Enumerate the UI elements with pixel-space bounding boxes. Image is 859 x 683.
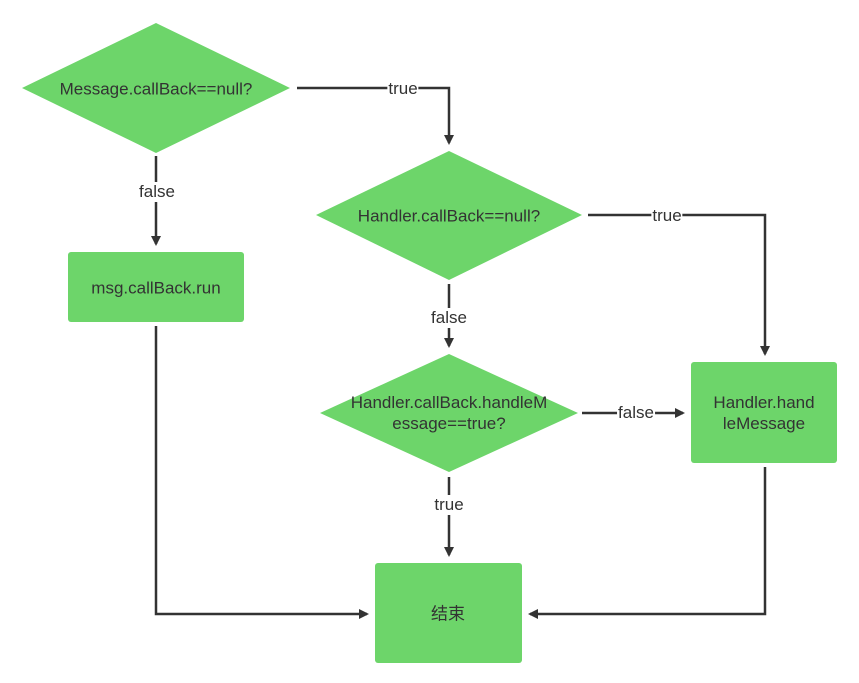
process-handler-handle-message-label-line2: leMessage [722,414,806,433]
edge-label-handle-true: true [433,495,465,515]
end-shape [375,563,522,663]
edge-message-true [297,86,454,145]
edge-label-handler-true: true [651,206,683,226]
edge-label-message-false: false [138,182,176,202]
process-handler-handle-message-shape [691,362,837,463]
decision-handle-message-shape [320,354,578,472]
decision-handle-message-label-line1: Handler.callBack.handleM [350,393,548,412]
edge-handler-true [588,213,770,356]
edge-handle-message-to-end [528,467,767,619]
decision-handler-callback-label: Handler.callBack==null? [357,206,541,226]
end-label: 结束 [431,604,465,624]
decision-message-callback-label: Message.callBack==null? [59,79,253,99]
edge-label-message-true: true [387,79,419,99]
decision-message-callback-shape [22,23,290,153]
process-handler-handle-message-label-line1: Handler.hand [713,393,815,412]
process-handler-handle-message-label: Handler.hand leMessage [713,392,814,434]
decision-handler-callback-shape [316,151,582,280]
process-msg-callback-run-shape [68,252,244,322]
decision-handle-message-label-line2: essage==true? [392,414,506,433]
decision-handle-message-label: Handler.callBack.handleM essage==true? [351,392,548,434]
process-msg-callback-run-label: msg.callBack.run [91,278,221,298]
edge-run-to-end [154,326,369,619]
edge-label-handle-false: false [617,403,655,423]
edge-label-handler-false: false [430,308,468,328]
